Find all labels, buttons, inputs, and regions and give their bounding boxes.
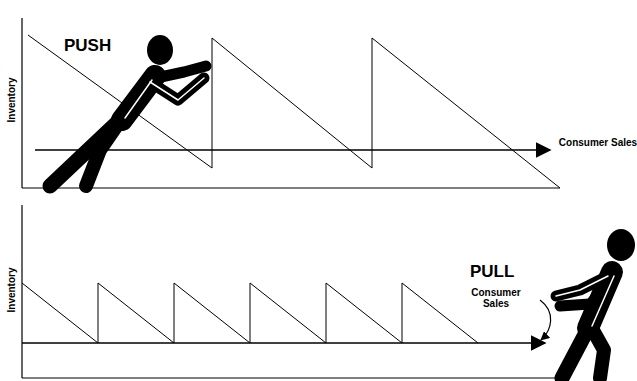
pull-rope [540, 300, 551, 340]
axis-label: Consumer Sales [558, 137, 637, 148]
consumer-sales-arrow [35, 149, 550, 151]
inventory-axis [21, 205, 22, 378]
pull-axes [22, 205, 560, 378]
pushing-figure [50, 35, 206, 186]
axis-label: Consumer Sales [464, 287, 528, 309]
pulling-figure [556, 229, 635, 378]
panel-title: PUSH [64, 36, 111, 55]
axis-label: Inventory [6, 77, 17, 122]
inventory-axis [21, 18, 22, 188]
push-axes [22, 18, 560, 188]
consumer-sales-arrow [22, 342, 545, 344]
time-axis [22, 187, 560, 188]
axis-label: Inventory [6, 267, 17, 312]
panel-title: PULL [470, 262, 514, 281]
pull-inventory-sawtooth [22, 283, 478, 343]
time-axis [22, 377, 560, 378]
push-inventory-sawtooth [28, 35, 560, 188]
